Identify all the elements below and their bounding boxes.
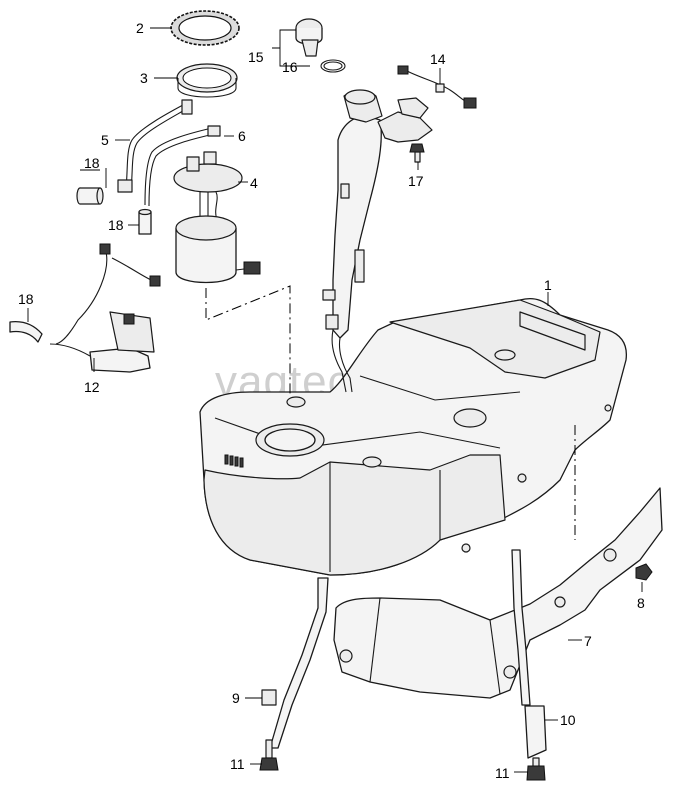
fuel-tank-body[interactable] (199, 297, 628, 576)
callout-1: 1 (544, 277, 552, 293)
pump-seal[interactable] (176, 63, 238, 98)
callout-5: 5 (101, 132, 109, 148)
tension-strap-10[interactable] (511, 549, 547, 759)
callout-7: 7 (584, 633, 592, 649)
callout-18-mid: 18 (108, 217, 124, 233)
callout-15: 15 (248, 49, 264, 65)
nut-8[interactable] (635, 563, 653, 581)
locking-ring[interactable] (170, 10, 240, 46)
bolt-11a[interactable] (259, 739, 279, 771)
tank-connector-clip (224, 454, 244, 468)
fuel-pump-module[interactable] (173, 151, 261, 284)
callout-17: 17 (408, 173, 424, 189)
callout-4: 4 (250, 175, 258, 191)
callout-3: 3 (140, 70, 148, 86)
fuel-cap[interactable] (295, 18, 323, 57)
callout-2: 2 (136, 20, 144, 36)
callout-18-top: 18 (84, 155, 100, 171)
fuel-filter-assembly[interactable] (49, 243, 161, 373)
assembly-center-lines (205, 285, 576, 540)
callout-8: 8 (637, 595, 645, 611)
callout-labels: 2 3 4 5 6 18 18 18 12 15 16 14 17 1 7 8 … (18, 20, 645, 781)
fuel-line-5[interactable] (117, 99, 193, 193)
seal-ring[interactable] (320, 59, 346, 73)
callout-10: 10 (560, 712, 576, 728)
callout-11-right: 11 (495, 765, 510, 781)
fuel-filler-neck[interactable] (322, 89, 433, 393)
tension-strap-9[interactable] (261, 577, 329, 749)
bolt-17[interactable] (409, 143, 425, 163)
callout-18-left: 18 (18, 291, 34, 307)
fuel-line-6[interactable] (144, 125, 221, 207)
callout-11-left: 11 (230, 756, 245, 772)
hose-piece-18a[interactable] (76, 187, 104, 205)
leader-lines (27, 27, 643, 773)
callout-12: 14 (430, 51, 446, 67)
hose-piece-18c[interactable] (9, 320, 43, 343)
bolt-11b[interactable] (526, 757, 546, 781)
callout-14: 12 (84, 379, 100, 395)
callout-9: 9 (232, 690, 240, 706)
callout-16: 16 (282, 59, 298, 75)
hose-piece-18b[interactable] (138, 208, 152, 235)
heat-shield[interactable] (333, 487, 663, 699)
callout-6: 6 (238, 128, 246, 144)
